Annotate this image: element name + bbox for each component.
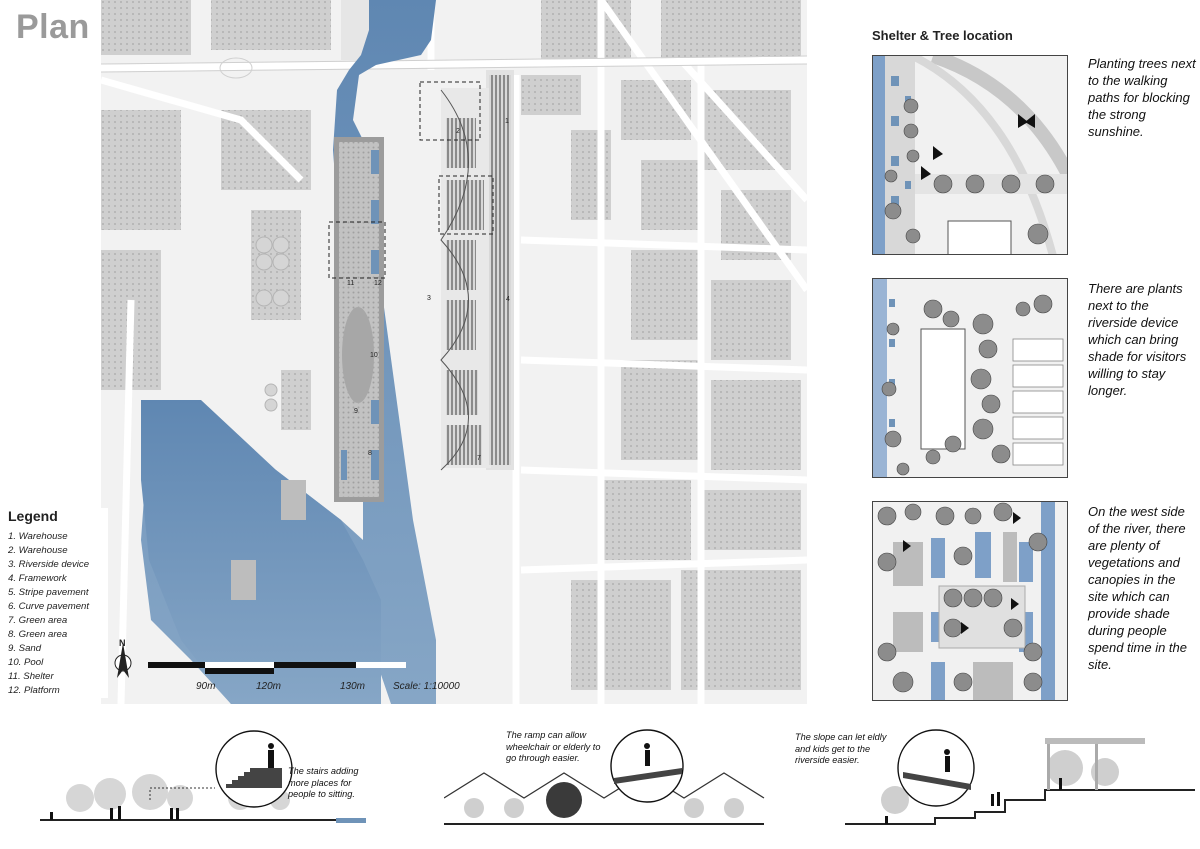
- industrial-tanks: [255, 236, 290, 412]
- detail-caption-3: On the west side of the river, there are…: [1088, 504, 1188, 672]
- legend-item: 1. Warehouse: [8, 531, 68, 542]
- map-number: 1: [505, 118, 509, 125]
- scale-label-120m: 120m: [256, 681, 282, 692]
- section-2-drawing: [443, 729, 765, 825]
- north-arrow: N: [114, 638, 132, 678]
- detail-3-drawing: [873, 502, 1067, 700]
- east-city-blocks: [521, 0, 801, 690]
- map-number: 9: [354, 408, 358, 415]
- legend-item: 5. Stripe pavement: [8, 587, 89, 598]
- legend-item: 2. Warehouse: [8, 545, 68, 556]
- detail-1-drawing: [873, 56, 1067, 254]
- legend-item: 3. Riverside device: [8, 559, 90, 570]
- section-note-1: The stairs adding more places for people…: [288, 766, 359, 799]
- legend-item: 8. Green area: [8, 629, 68, 640]
- legend-item: 6. Curve pavement: [8, 601, 90, 612]
- map-number: 2: [456, 128, 460, 135]
- legend: Legend 1. Warehouse 2. Warehouse 3. Rive…: [8, 508, 108, 698]
- detail-caption-2: There are plants next to the riverside d…: [1088, 281, 1187, 398]
- detail-panel-1: [872, 55, 1068, 255]
- detail-2-drawing: [873, 279, 1067, 477]
- map-drawing: N: [101, 0, 807, 704]
- shelter-tree-title: Shelter & Tree location: [872, 28, 1013, 43]
- scale-label-90m: 90m: [196, 681, 216, 692]
- map-number: 4: [506, 296, 510, 303]
- detail-panel-2: [872, 278, 1068, 478]
- section-note-2: The ramp can allow wheelchair or elderly…: [506, 730, 601, 763]
- legend-item: 12. Platform: [8, 685, 60, 696]
- section-1-drawing: [40, 730, 366, 823]
- scale-text: Scale: 1:10000: [393, 681, 460, 692]
- east-warehouse-strip: [419, 70, 514, 471]
- road-network: [101, 0, 807, 704]
- legend-item: 7. Green area: [8, 615, 68, 626]
- section-slope: The slope can let eldly and kids get to …: [795, 728, 1200, 833]
- legend-item: 10. Pool: [8, 657, 44, 668]
- map-number: 3: [427, 295, 431, 302]
- map-number: 11: [347, 280, 355, 287]
- section-3-drawing: [845, 729, 1195, 825]
- detail-panel-3: [872, 501, 1068, 701]
- legend-item: 4. Framework: [8, 573, 67, 584]
- west-park-strip: [328, 137, 386, 502]
- scale-label-130m: 130m: [340, 681, 366, 692]
- map-number: 7: [477, 455, 481, 462]
- scale-bar: [148, 662, 406, 674]
- detail-caption-1: Planting trees next to the walking paths…: [1088, 56, 1196, 139]
- section-stairs: The stairs adding more places for people…: [40, 728, 370, 833]
- map-number: 12: [374, 280, 382, 287]
- legend-item: 9. Sand: [8, 643, 42, 654]
- map-number: 10: [370, 352, 378, 359]
- section-note-3: The slope can let eldly and kids get to …: [795, 732, 887, 765]
- legend-title: Legend: [8, 508, 58, 524]
- section-ramp: The ramp can allow wheelchair or elderly…: [443, 728, 769, 833]
- legend-item: 11. Shelter: [8, 671, 54, 682]
- site-plan-map: N: [101, 0, 807, 704]
- page-title: Plan: [16, 8, 90, 46]
- svg-text:N: N: [119, 638, 126, 648]
- map-number: 8: [368, 450, 372, 457]
